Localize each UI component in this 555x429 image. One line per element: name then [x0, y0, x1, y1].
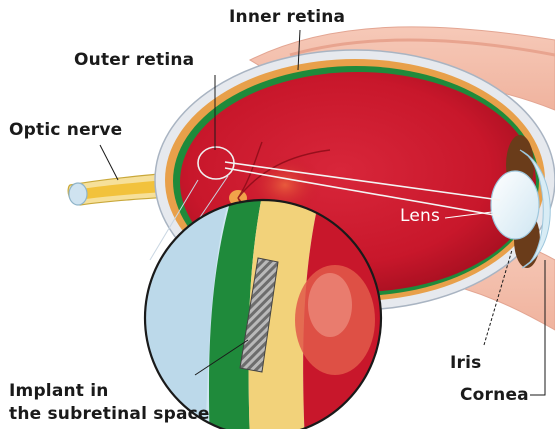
- label-iris: Iris: [450, 355, 481, 372]
- lens: [491, 171, 539, 239]
- label-inner-retina: Inner retina: [229, 9, 345, 26]
- optic-nerve-end: [69, 183, 87, 205]
- label-implant-line1: Implant in: [9, 383, 109, 400]
- label-lens: Lens: [400, 208, 440, 225]
- label-cornea: Cornea: [460, 387, 529, 404]
- label-optic-nerve: Optic nerve: [9, 122, 122, 139]
- label-outer-retina: Outer retina: [74, 52, 194, 69]
- label-implant-line2: the subretinal space: [9, 406, 210, 423]
